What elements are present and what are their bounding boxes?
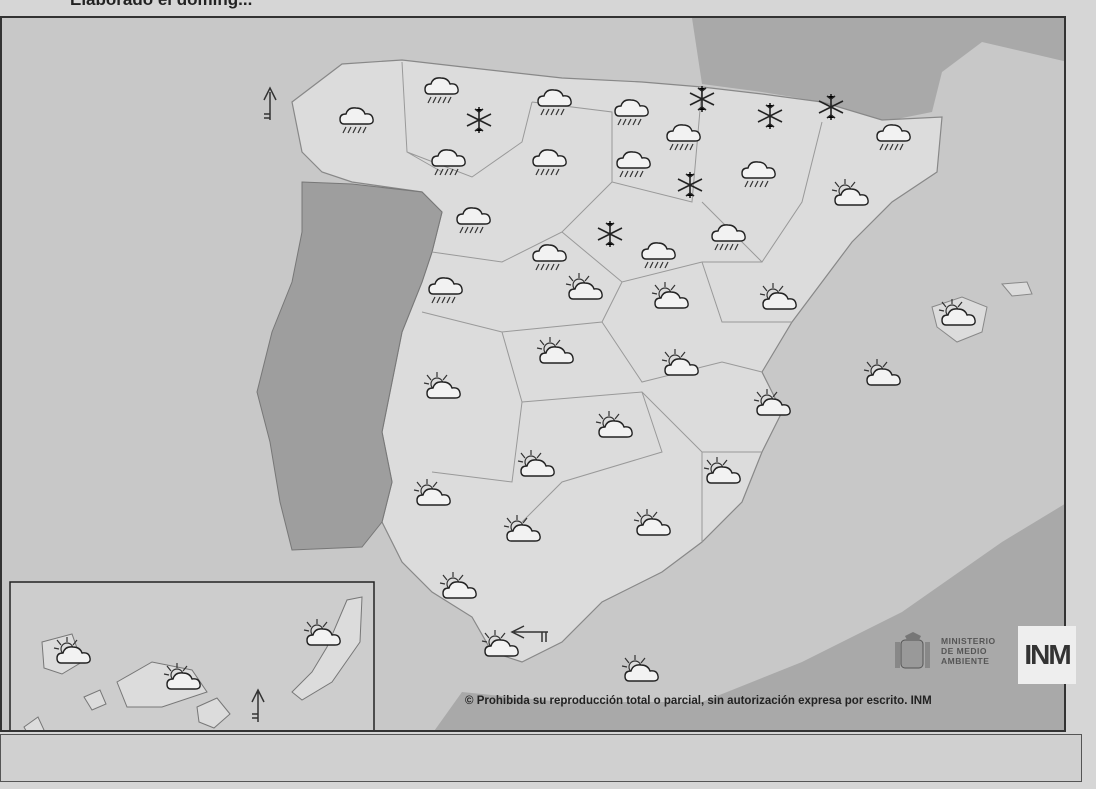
rain-cloud-icon [740,158,778,190]
sun-cloud-icon [861,359,903,389]
rain-cloud-icon [427,274,465,306]
sun-cloud-icon [421,372,463,402]
ministry-logo: MINISTERIO DE MEDIO AMBIENTE [893,632,1018,680]
inm-logo: INM [1018,626,1076,684]
sun-cloud-icon [161,663,203,693]
rain-cloud-icon [640,239,678,271]
sun-cloud-icon [479,630,521,660]
sun-cloud-icon [501,515,543,545]
coat-of-arms-icon [895,632,930,669]
sun-cloud-icon [563,273,605,303]
snowflake-icon [755,101,785,131]
sun-cloud-icon [593,411,635,441]
sun-cloud-icon [515,450,557,480]
rain-cloud-icon [430,146,468,178]
sun-cloud-icon [301,619,343,649]
rain-cloud-icon [536,86,574,118]
rain-cloud-icon [423,74,461,106]
ministry-line-1: MINISTERIO [941,636,996,646]
sun-cloud-icon [757,283,799,313]
rain-cloud-icon [531,146,569,178]
bottom-band [0,734,1082,782]
rain-cloud-icon [665,121,703,153]
sun-cloud-icon [701,457,743,487]
rain-cloud-icon [455,204,493,236]
sun-cloud-icon [437,572,479,602]
snowflake-icon [595,219,625,249]
rain-cloud-icon [615,148,653,180]
ministry-line-2: DE MEDIO [941,646,988,656]
header-text: Elaborado el doming... [70,0,252,10]
sun-cloud-icon [829,179,871,209]
copyright-notice: © Prohibida su reproducción total o parc… [465,695,932,707]
sun-cloud-icon [659,349,701,379]
copyright-icon: © [465,695,474,707]
sun-cloud-icon [649,282,691,312]
snowflake-icon [687,84,717,114]
copyright-text: Prohibida su reproducción total o parcia… [476,695,932,707]
snowflake-icon [816,92,846,122]
snowflake-icon [675,170,705,200]
sun-cloud-icon [534,337,576,367]
ministry-line-3: AMBIENTE [941,656,990,666]
sun-cloud-icon [51,637,93,667]
sun-cloud-icon [411,479,453,509]
rain-cloud-icon [338,104,376,136]
weather-map [0,16,1066,732]
sun-cloud-icon [619,655,661,685]
rain-cloud-icon [710,221,748,253]
sun-cloud-icon [936,299,978,329]
rain-cloud-icon [875,121,913,153]
snowflake-icon [464,105,494,135]
sun-cloud-icon [751,389,793,419]
rain-cloud-icon [613,96,651,128]
sun-cloud-icon [631,509,673,539]
rain-cloud-icon [531,241,569,273]
